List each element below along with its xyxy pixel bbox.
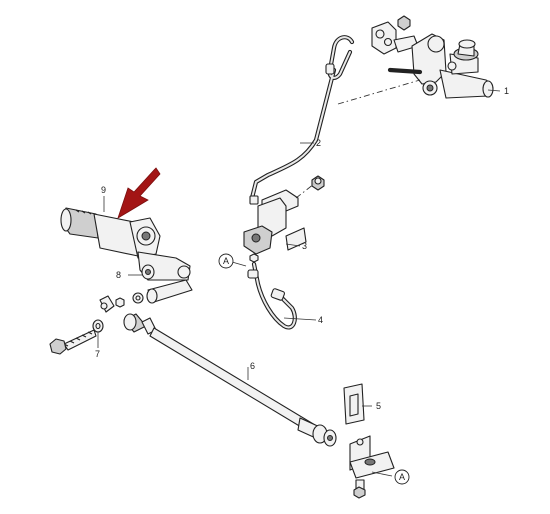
callout-3: 3 — [302, 241, 307, 251]
callout-9: 9 — [101, 185, 106, 195]
callout-6: 6 — [250, 361, 255, 371]
connector-line — [337, 79, 421, 105]
clutch-pipe — [249, 35, 423, 201]
reference-a-upper: A — [218, 253, 234, 269]
callout-8: 8 — [116, 270, 121, 280]
lower-bracket — [349, 435, 395, 499]
red-pointer-arrow-icon — [117, 167, 161, 219]
svg-text:A: A — [399, 472, 405, 482]
flexible-hose — [247, 261, 297, 330]
retaining-clip — [343, 383, 365, 425]
leader-lines — [97, 89, 501, 477]
callout-5: 5 — [376, 401, 381, 411]
master-cylinder — [371, 15, 494, 99]
slave-cylinder — [60, 207, 193, 304]
callout-4: 4 — [318, 315, 323, 325]
reference-a-lower: A — [394, 469, 410, 485]
pipe-bracket — [243, 175, 325, 263]
callout-2: 2 — [316, 138, 321, 148]
mounting-bolt — [49, 295, 125, 355]
clutch-cable — [123, 313, 337, 447]
callout-7: 7 — [95, 349, 100, 359]
callout-1: 1 — [504, 86, 509, 96]
svg-text:A: A — [223, 256, 229, 266]
